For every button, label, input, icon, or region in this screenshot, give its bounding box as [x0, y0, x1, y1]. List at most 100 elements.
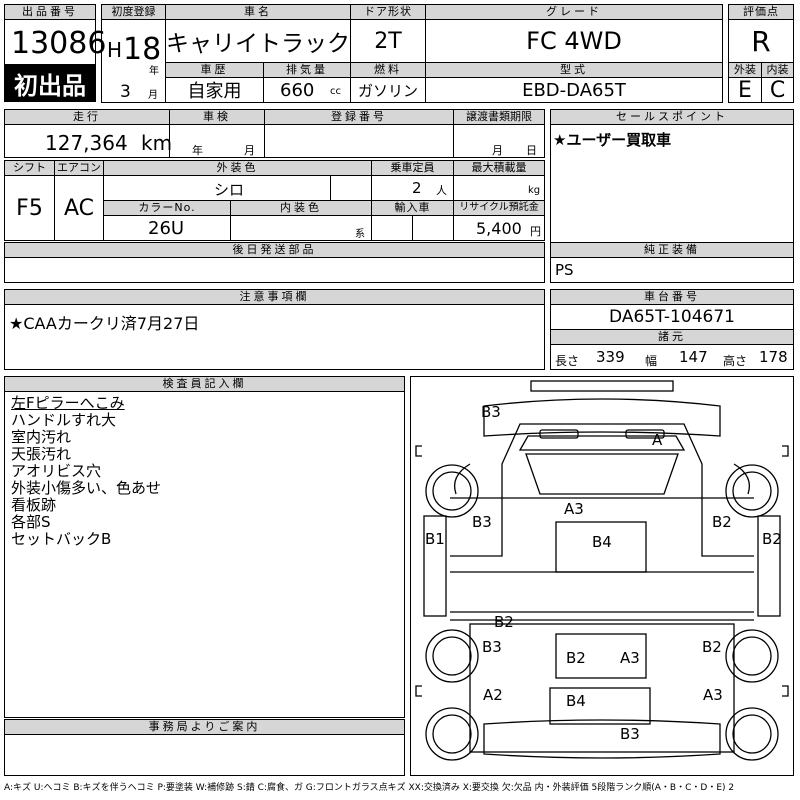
inspector-line: 室内汚れ — [11, 428, 72, 446]
width-label: 幅 — [645, 354, 658, 368]
cc-unit: cc — [330, 86, 341, 97]
damage-hood: A3 — [564, 500, 584, 518]
height-label: 高さ — [723, 354, 748, 368]
inspector-line: 看板跡 — [11, 496, 57, 514]
ext-label: 外装 — [728, 62, 762, 78]
inspector-line: 各部S — [11, 513, 51, 531]
wheel-front-left — [425, 464, 479, 518]
wheel-rear-left — [425, 629, 479, 683]
chassis-no: DA65T-104671 — [550, 304, 794, 330]
damage-left-door: B1 — [425, 530, 445, 548]
ext-color-box: シロ — [103, 175, 331, 201]
office-box — [4, 734, 405, 776]
door-label: ドア形状 — [350, 4, 426, 20]
shift-label: シフト — [4, 160, 55, 176]
genuine-equip-label: 純正装備 — [550, 242, 794, 258]
genuine-equip-box: PS — [550, 257, 794, 283]
lot-no-box: 13086 — [4, 19, 106, 65]
lot-no-label: 出品番号 — [4, 4, 96, 20]
damage-rear-left: B3 — [482, 638, 502, 656]
later-parts-label: 後日発送部品 — [4, 242, 545, 258]
cab-outline — [501, 423, 703, 499]
inspector-line: アオリビス穴 — [11, 462, 102, 480]
inspection-label: 車検 — [169, 109, 265, 125]
inspector-lines: 左Fピラーへこみ ハンドルすれ大 室内汚れ 天張汚れ アオリビス穴 外装小傷多い… — [11, 395, 161, 548]
diagram-top-strip — [530, 380, 674, 392]
damage-bed-a3: A3 — [620, 649, 640, 667]
history-label: 車歴 — [165, 62, 264, 78]
bracket-left-front — [415, 445, 422, 457]
cab-left-side — [450, 497, 503, 557]
sales-point-label: セールスポイント — [550, 109, 794, 125]
inspector-line: セットバックB — [11, 530, 112, 548]
kei-unit: 系 — [355, 229, 365, 240]
notes-box: ★CAAカークリ済7月27日 — [4, 304, 545, 370]
hood-shape — [525, 453, 679, 495]
import-box-a — [371, 215, 413, 241]
capacity-label: 乗車定員 — [371, 160, 454, 176]
color-no: 26U — [148, 218, 185, 239]
bracket-right-front — [782, 445, 789, 457]
max-load-box: kg — [453, 175, 545, 201]
damage-cab-right: B2 — [712, 513, 732, 531]
wheel-front-right — [725, 464, 779, 518]
recycle-amount: 5,400 — [476, 219, 522, 238]
reg-month: 3 — [120, 82, 131, 102]
capacity-box: 2 人 — [371, 175, 454, 201]
bed-outline — [469, 623, 735, 753]
sales-point-box: ★ユーザー買取車 — [550, 124, 794, 257]
reg-no-box — [264, 124, 454, 158]
score: R — [728, 19, 794, 63]
ext-score: E — [728, 77, 762, 103]
inspector-label: 検査員記入欄 — [4, 376, 405, 392]
inspector-line: 左Fピラーへこみ — [11, 394, 125, 412]
width-value: 147 — [679, 348, 708, 366]
inspector-line: 外装小傷多い、色あせ — [11, 479, 162, 497]
transfer-deadline-label: 譲渡書類期限 — [453, 109, 545, 125]
inspector-line: ハンドルすれ大 — [11, 411, 117, 429]
inspector-line: 天張汚れ — [11, 445, 72, 463]
left-wiper — [539, 429, 579, 439]
dimensions-box: 長さ 339 幅 147 高さ 178 — [550, 344, 794, 370]
wheel-spare-left — [425, 707, 479, 761]
door-type: 2T — [350, 19, 426, 63]
right-door-shape — [757, 515, 781, 617]
inspection-year-unit: 年 — [192, 144, 203, 157]
mileage: 127,364 — [45, 131, 128, 155]
int-color-box: 系 — [230, 215, 372, 241]
model-code-label: 型式 — [425, 62, 723, 78]
notes-label: 注意事項欄 — [4, 289, 545, 305]
ext-color: シロ — [214, 181, 245, 199]
damage-right-door: B2 — [762, 530, 782, 548]
wheel-rear-left-rim — [432, 636, 472, 676]
cab-right-side — [701, 497, 754, 557]
car-diagram-frame — [410, 376, 794, 776]
kg-unit: kg — [528, 185, 541, 196]
damage-bed-right: A3 — [703, 686, 723, 704]
fuel: ガソリン — [350, 77, 426, 103]
wheel-front-left-rim — [432, 471, 472, 511]
grade-label: グレード — [425, 4, 723, 20]
car-name: キャリイトラック — [165, 19, 351, 63]
damage-cab-center: B4 — [592, 533, 612, 551]
first-reg-box: H 18 年 3 月 — [101, 19, 166, 103]
reg-year: 18 — [123, 32, 162, 67]
km-unit: km — [141, 131, 173, 155]
wheel-spare-right — [725, 707, 779, 761]
rear-bumper-shape — [483, 719, 721, 759]
max-load-label: 最大積載量 — [453, 160, 545, 176]
inspection-box: 年 月 — [169, 124, 265, 158]
dimensions-label: 諸元 — [550, 329, 794, 345]
model-code: EBD-DA65T — [425, 77, 723, 103]
persons-unit: 人 — [436, 184, 447, 197]
damage-bed-left: A2 — [483, 686, 503, 704]
aircon-label: エアコン — [54, 160, 104, 176]
color-no-label: カラーNo. — [103, 200, 231, 216]
left-mirror — [453, 463, 471, 495]
notes-text: ★CAAカークリ済7月27日 — [9, 314, 200, 333]
grade: FC 4WD — [425, 19, 723, 63]
fuel-label: 燃料 — [350, 62, 426, 78]
import-box-b — [412, 215, 454, 241]
damage-bed-b2: B2 — [566, 649, 586, 667]
